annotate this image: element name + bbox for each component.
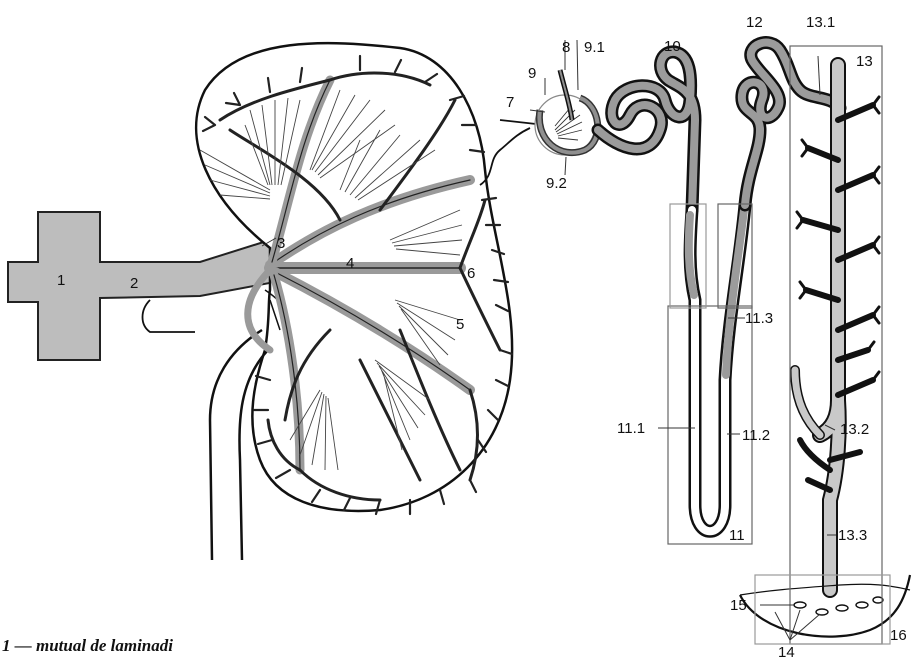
label-11: 11 (729, 527, 745, 544)
label-10: 10 (664, 38, 681, 55)
label-12: 12 (746, 14, 763, 31)
label-11-3: 11.3 (745, 310, 773, 327)
label-13-2: 13.2 (840, 421, 869, 438)
label-5: 5 (456, 316, 464, 333)
label-15: 15 (730, 597, 747, 614)
label-7: 7 (506, 94, 514, 111)
label-8: 8 (562, 39, 570, 56)
label-4: 4 (346, 255, 354, 272)
collecting-duct (795, 65, 879, 590)
label-6: 6 (467, 265, 475, 282)
label-1: 1 (57, 272, 65, 289)
glomerulus (535, 70, 598, 155)
label-13-3: 13.3 (838, 527, 867, 544)
loop-of-henle (689, 205, 745, 531)
label-9: 9 (528, 65, 536, 82)
label-13: 13 (856, 53, 873, 70)
proximal-tubule (598, 52, 695, 210)
label-9-1: 9.1 (584, 39, 605, 56)
label-9-2: 9.2 (546, 175, 567, 192)
label-14: 14 (778, 644, 795, 659)
figure-caption: 1 — mutual de laminadi (2, 636, 173, 656)
label-13-1: 13.1 (806, 14, 835, 31)
label-3: 3 (277, 235, 285, 252)
label-11-2: 11.2 (742, 427, 770, 444)
distal-tubule (742, 43, 840, 205)
artery-trunk (8, 212, 275, 360)
label-11-1: 11.1 (617, 420, 645, 437)
label-2: 2 (130, 275, 138, 292)
label-16: 16 (890, 627, 907, 644)
